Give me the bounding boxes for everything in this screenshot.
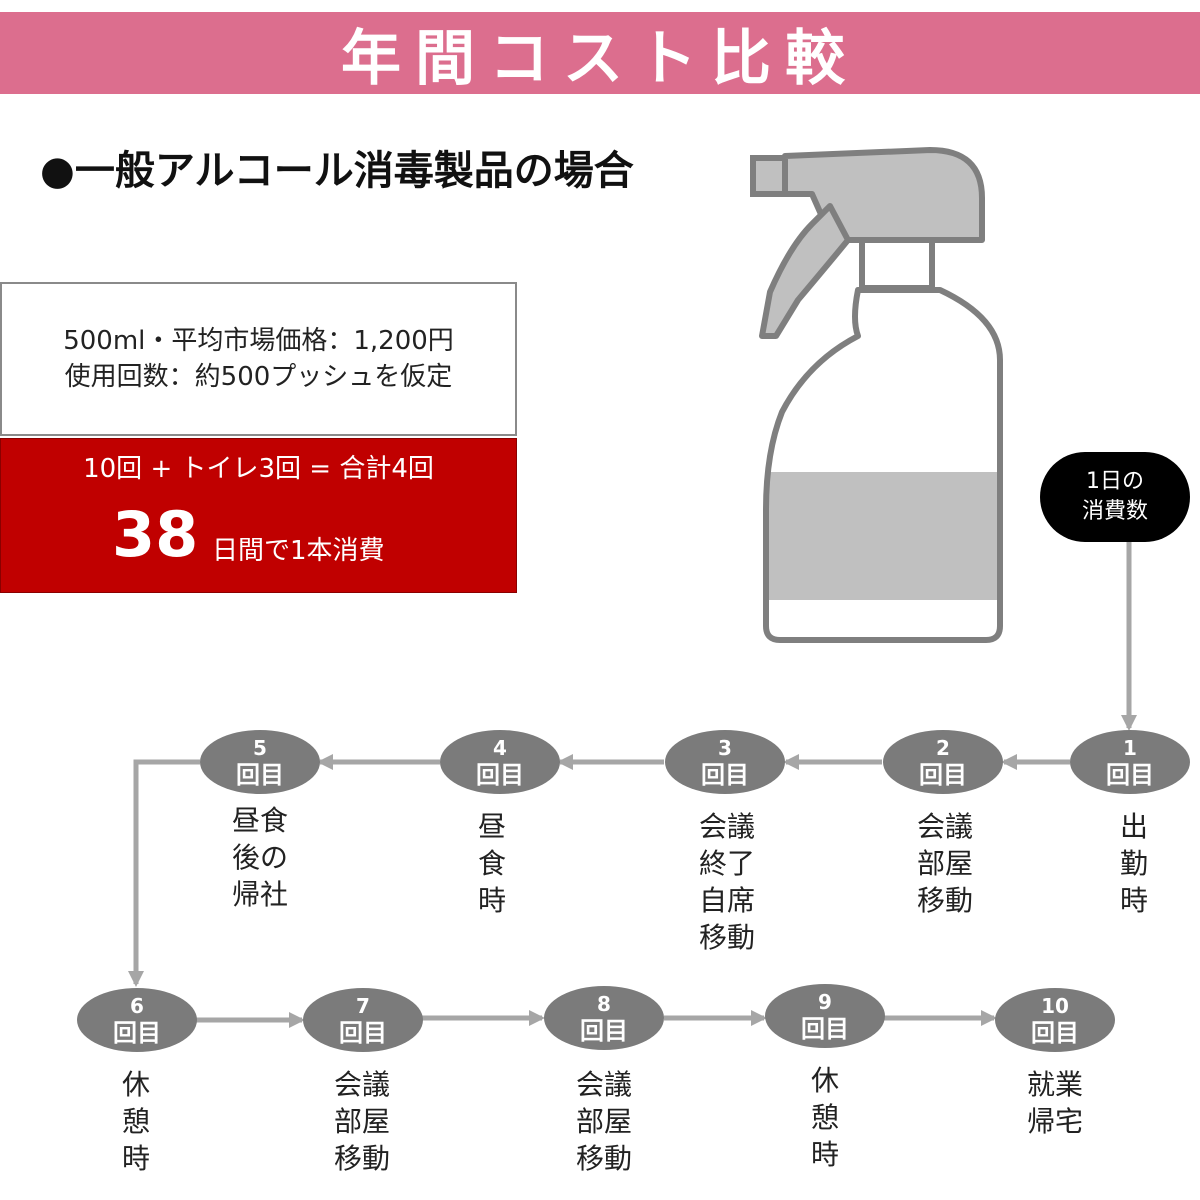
step-unit: 回目 — [580, 1017, 628, 1045]
summary-box — [0, 438, 517, 593]
step-ellipse-1 — [1070, 730, 1190, 794]
summary-days-suffix: 日間で1本消費 — [212, 536, 385, 566]
step-caption-9: 休 憩 時 — [810, 1064, 839, 1171]
step-node-7: 7 回目 — [303, 988, 423, 1052]
step-ellipse-2 — [883, 730, 1003, 794]
step-caption-8: 会議 部屋 移動 — [575, 1068, 632, 1175]
step-ellipse-8 — [544, 986, 664, 1050]
info-price-line: 500ml・平均市場価格：1,200円 — [63, 326, 454, 356]
product-info-box: 500ml・平均市場価格：1,200円 使用回数：約500プッシュを仮定 — [0, 282, 517, 436]
step-ellipse-3 — [665, 730, 785, 794]
arrow-connector-icon — [128, 759, 200, 987]
daily-count-label-line2: 消費数 — [1081, 499, 1148, 524]
step-ellipse-10 — [995, 988, 1115, 1052]
step-node-2: 2 回目 — [883, 730, 1003, 794]
step-ellipse-7 — [303, 988, 423, 1052]
step-ellipse-4 — [440, 730, 560, 794]
step-number: 4 — [493, 736, 507, 760]
step-unit: 回目 — [236, 761, 284, 789]
step-unit: 回目 — [113, 1019, 161, 1047]
step-node-9: 9 回目 — [765, 984, 885, 1048]
step-number: 7 — [356, 994, 370, 1018]
step-ellipse-5 — [200, 730, 320, 794]
daily-count-label: 1日の 消費数 — [1040, 452, 1190, 542]
step-node-1: 1 回目 — [1070, 730, 1190, 794]
step-node-5: 5 回目 — [200, 730, 320, 794]
step-node-8: 8 回目 — [544, 986, 664, 1050]
step-ellipse-6 — [77, 988, 197, 1052]
step-number: 6 — [130, 994, 144, 1018]
step-number: 5 — [253, 736, 267, 760]
title-banner: 年間コスト比較 — [0, 12, 1200, 94]
step-caption-5: 昼食 後の 帰社 — [231, 804, 288, 911]
page-title: 年間コスト比較 — [341, 23, 859, 94]
step-caption-10: 就業 帰宅 — [1026, 1068, 1083, 1138]
step-unit: 回目 — [1031, 1019, 1079, 1047]
step-caption-1: 出 勤 時 — [1119, 810, 1148, 917]
summary-days-number: 38 — [112, 498, 199, 571]
step-ellipse-9 — [765, 984, 885, 1048]
step-unit: 回目 — [339, 1019, 387, 1047]
step-caption-2: 会議 部屋 移動 — [916, 810, 973, 917]
step-node-3: 3 回目 — [665, 730, 785, 794]
step-unit: 回目 — [919, 761, 967, 789]
step-number: 9 — [818, 990, 832, 1014]
step-number: 1 — [1123, 736, 1137, 760]
info-usage-line: 使用回数：約500プッシュを仮定 — [64, 362, 453, 392]
step-number: 10 — [1041, 994, 1069, 1018]
step-unit: 回目 — [801, 1015, 849, 1043]
step-caption-3: 会議 終了 自席 移動 — [698, 810, 755, 954]
spray-bottle-icon — [750, 147, 1003, 643]
step-node-10: 10 回目 — [995, 988, 1115, 1052]
step-number: 8 — [597, 992, 611, 1016]
summary-count-line: 10回 + トイレ3回 = 合計4回 — [83, 454, 434, 484]
step-caption-6: 休 憩 時 — [121, 1068, 150, 1175]
step-number: 3 — [718, 736, 732, 760]
step-node-4: 4 回目 — [440, 730, 560, 794]
step-unit: 回目 — [1106, 761, 1154, 789]
daily-count-badge — [1040, 452, 1190, 542]
step-unit: 回目 — [476, 761, 524, 789]
step-node-6: 6 回目 — [77, 988, 197, 1052]
section-subtitle: ●一般アルコール消毒製品の場合 — [40, 148, 634, 194]
step-caption-7: 会議 部屋 移動 — [333, 1068, 390, 1175]
step-number: 2 — [936, 736, 950, 760]
step-unit: 回目 — [701, 761, 749, 789]
step-caption-4: 昼 食 時 — [477, 810, 506, 917]
daily-count-label-line1: 1日の — [1086, 469, 1144, 494]
